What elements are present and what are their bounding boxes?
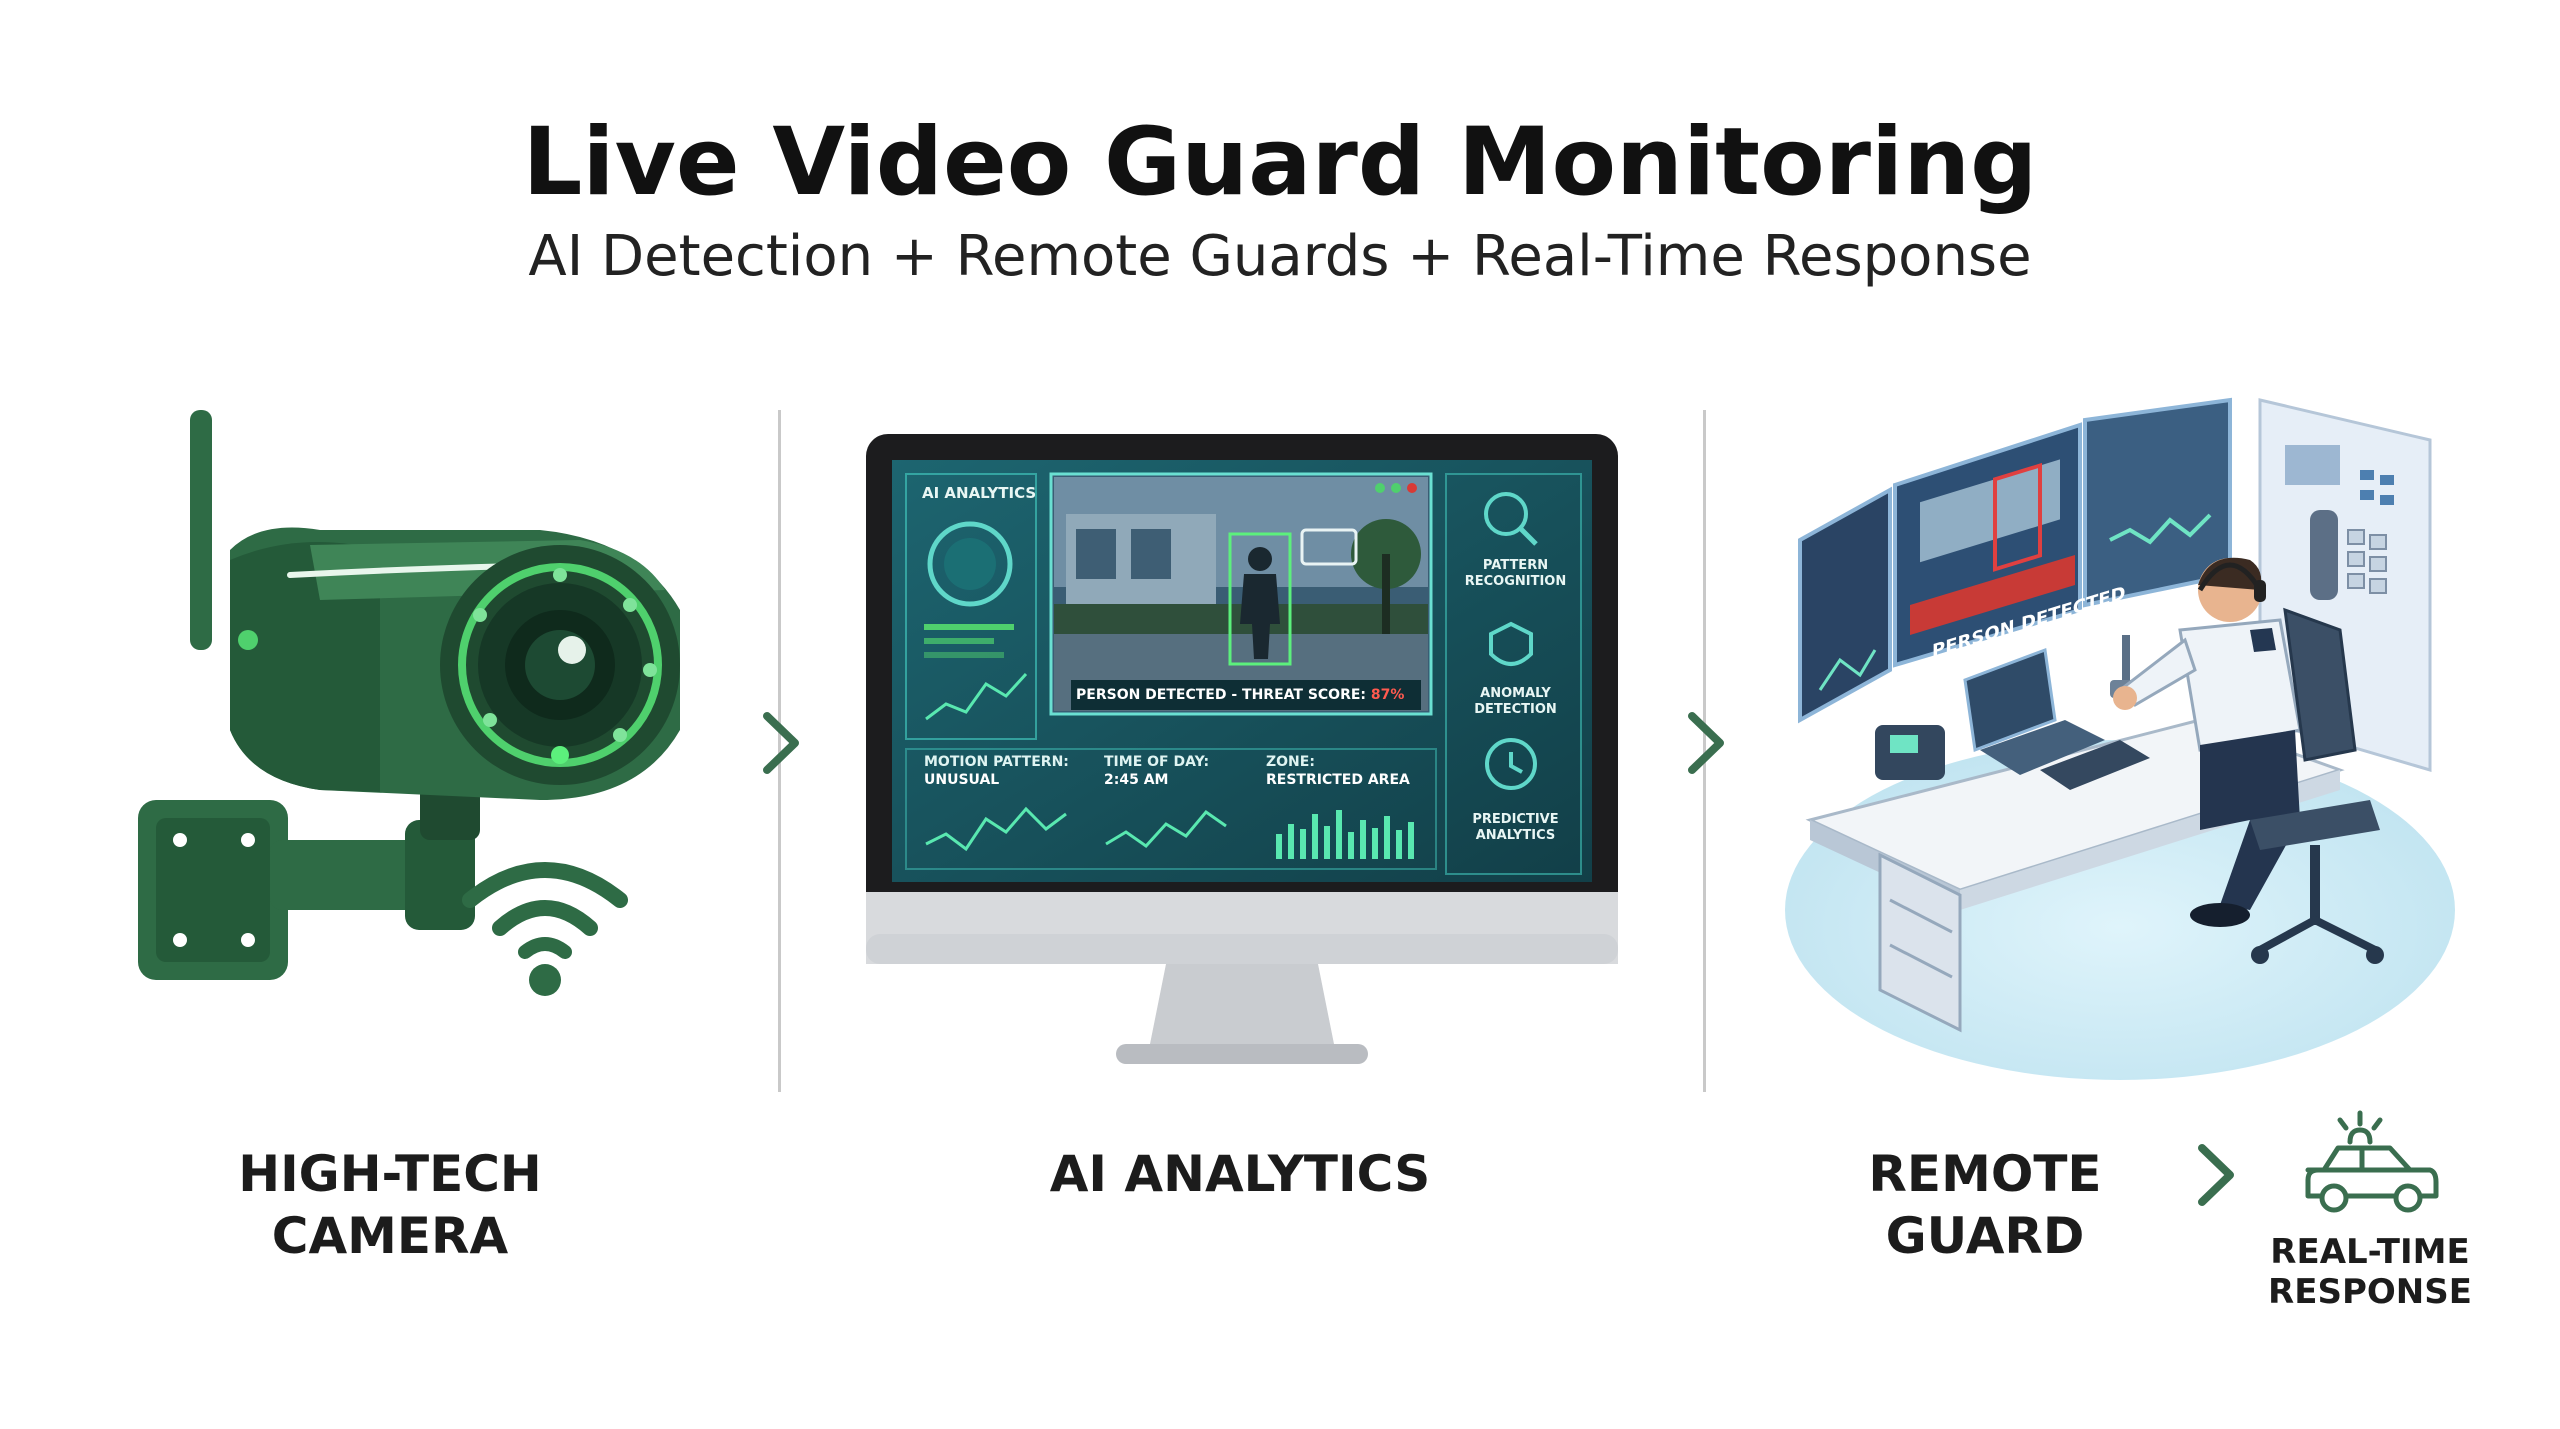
chevron-right-icon: [1688, 712, 1724, 774]
divider-left: [778, 410, 781, 1092]
screen-time-value: 2:45 AM: [1104, 772, 1169, 788]
step-label-ai-analytics: AI ANALYTICS: [1049, 1145, 1431, 1203]
screen-motion-label: MOTION PATTERN:: [924, 754, 1069, 770]
wifi-icon: [462, 862, 628, 996]
patrol-car-icon: [2305, 1110, 2439, 1213]
screen-motion-value: UNUSUAL: [924, 772, 1000, 788]
screen-panel-title: AI ANALYTICS: [922, 484, 1037, 502]
page-subtitle: AI Detection + Remote Guards + Real-Time…: [528, 224, 2032, 289]
screen-time-label: TIME OF DAY:: [1104, 754, 1210, 770]
screen-detection-text: PERSON DETECTED - THREAT SCORE: 87%: [1076, 687, 1405, 703]
divider-right: [1703, 410, 1706, 1092]
page-title: Live Video Guard Monitoring: [522, 108, 2038, 217]
screen-zone-value: RESTRICTED AREA: [1266, 772, 1410, 788]
remote-guard-illustration: PERSON DETECTED: [1780, 390, 2460, 1090]
screen-zone-label: ZONE:: [1266, 754, 1315, 770]
security-camera-icon: [138, 410, 680, 996]
chevron-right-icon: [763, 712, 799, 774]
chevron-right-icon: [2198, 1144, 2234, 1206]
analytics-monitor: AI ANALYTICS PERSON DETECTED - THREAT SC…: [866, 434, 1618, 1074]
